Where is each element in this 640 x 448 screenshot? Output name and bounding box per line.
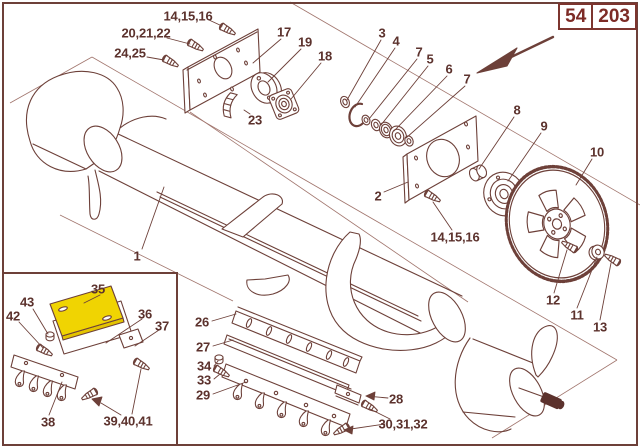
tine-bracket-38 bbox=[10, 354, 79, 402]
end-bracket-28 bbox=[334, 384, 362, 406]
mounting-plate-17 bbox=[182, 28, 261, 114]
curved-shim-23 bbox=[222, 92, 238, 119]
side-bracket-37 bbox=[118, 328, 144, 349]
nut-icon bbox=[214, 354, 224, 365]
page-number-left: 54 bbox=[565, 6, 587, 27]
inset-leader-lines bbox=[18, 294, 160, 416]
detail-inset-box bbox=[2, 272, 178, 446]
sprocket-10 bbox=[504, 164, 610, 284]
bushing-8 bbox=[468, 164, 488, 182]
page-number-right: 203 bbox=[591, 5, 635, 28]
bearing-18 bbox=[268, 88, 300, 120]
direction-arrow-icon bbox=[476, 35, 555, 74]
screw-icon bbox=[602, 250, 623, 268]
leader-lines bbox=[141, 19, 612, 435]
washer-11 bbox=[588, 244, 605, 261]
auger-assembly bbox=[26, 70, 466, 351]
inset-drawing bbox=[10, 285, 160, 416]
wear-plate-35-highlighted bbox=[49, 285, 125, 341]
shaft-end bbox=[540, 392, 565, 410]
tine-bracket-29 bbox=[221, 363, 351, 437]
screw-icon bbox=[131, 356, 152, 374]
page-number-box: 54 203 bbox=[558, 3, 637, 30]
end-plate-2 bbox=[402, 115, 479, 204]
scraper-plate-26 bbox=[231, 306, 363, 374]
screw-icon bbox=[34, 342, 55, 360]
panel-outline-lines bbox=[9, 1, 640, 439]
auger-end-section bbox=[454, 325, 565, 433]
